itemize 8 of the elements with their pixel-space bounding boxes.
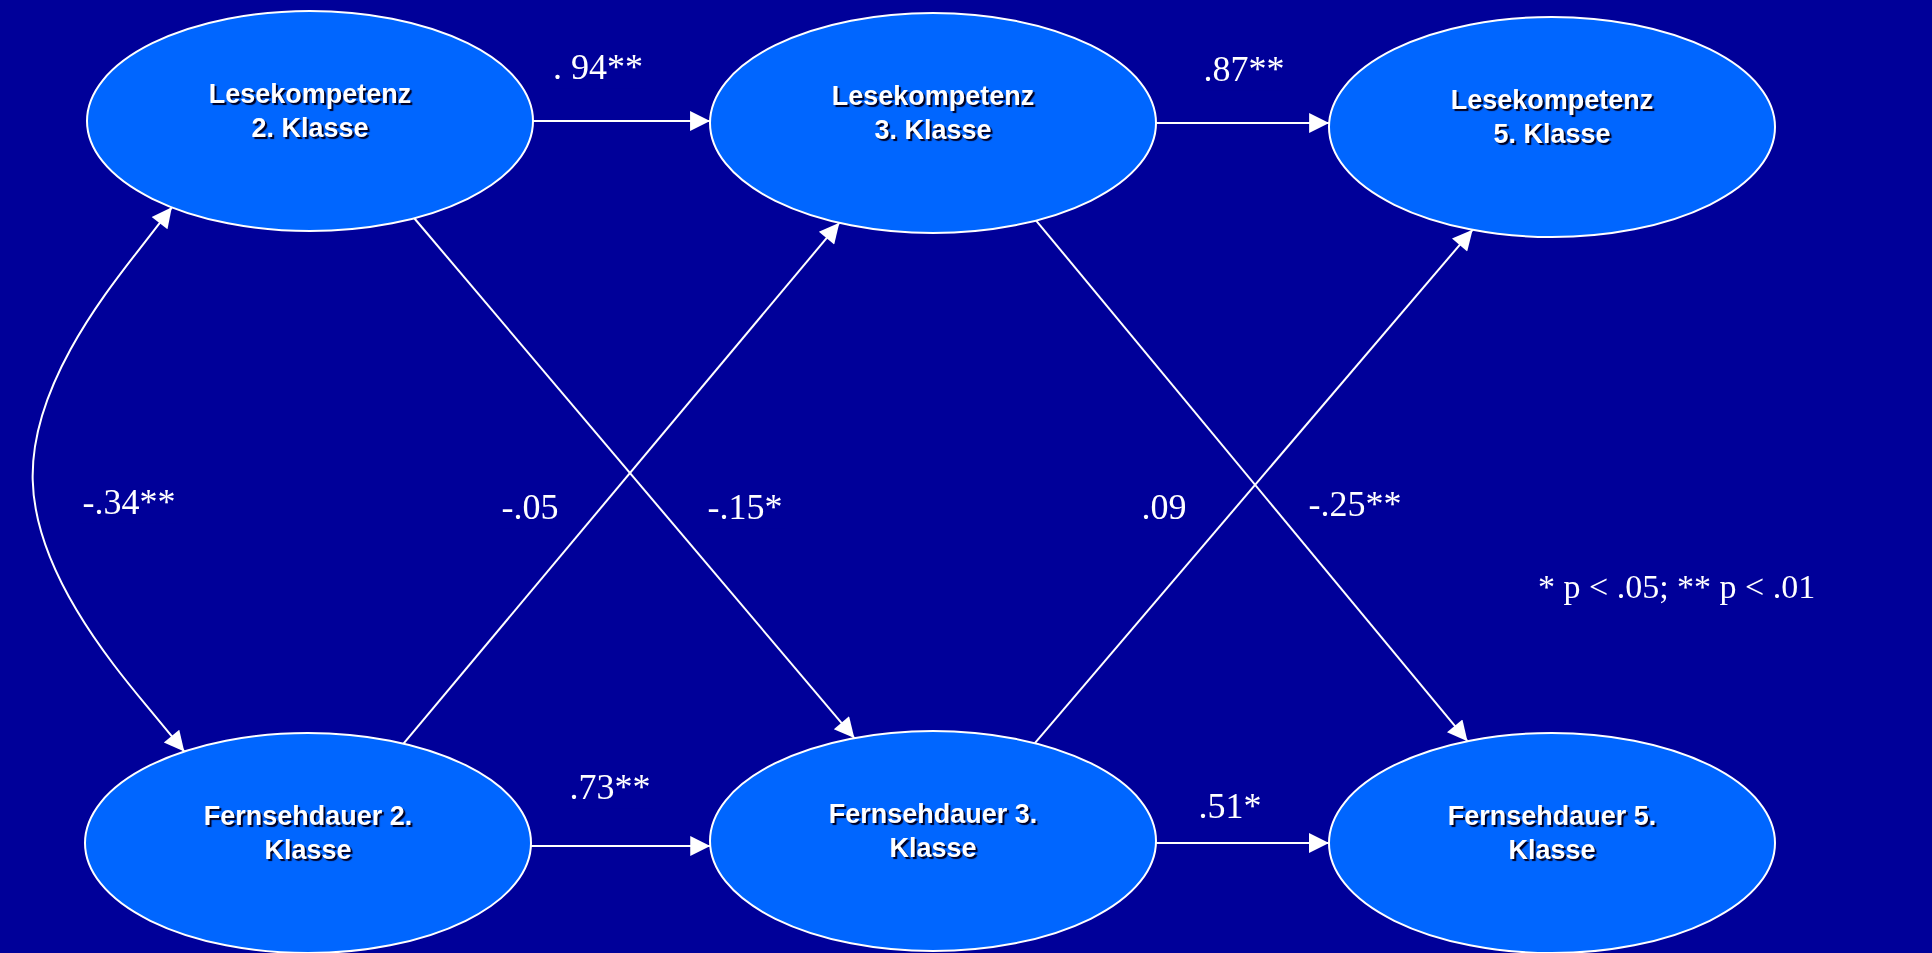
double-headed-arrow: [31, 206, 186, 753]
node-label: Fernsehdauer 2. Klasse: [202, 800, 414, 867]
node-label: Lesekompetenz 3. Klasse: [830, 80, 1036, 147]
node-label: Lesekompetenz 2. Klasse: [207, 78, 413, 145]
significance-note: * p < .05; ** p < .01: [1538, 568, 1816, 606]
node-label: Fernsehdauer 5. Klasse: [1446, 800, 1658, 867]
node-label: Fernsehdauer 3. Klasse: [827, 798, 1039, 865]
node-label: Lesekompetenz 5. Klasse: [1449, 84, 1655, 151]
